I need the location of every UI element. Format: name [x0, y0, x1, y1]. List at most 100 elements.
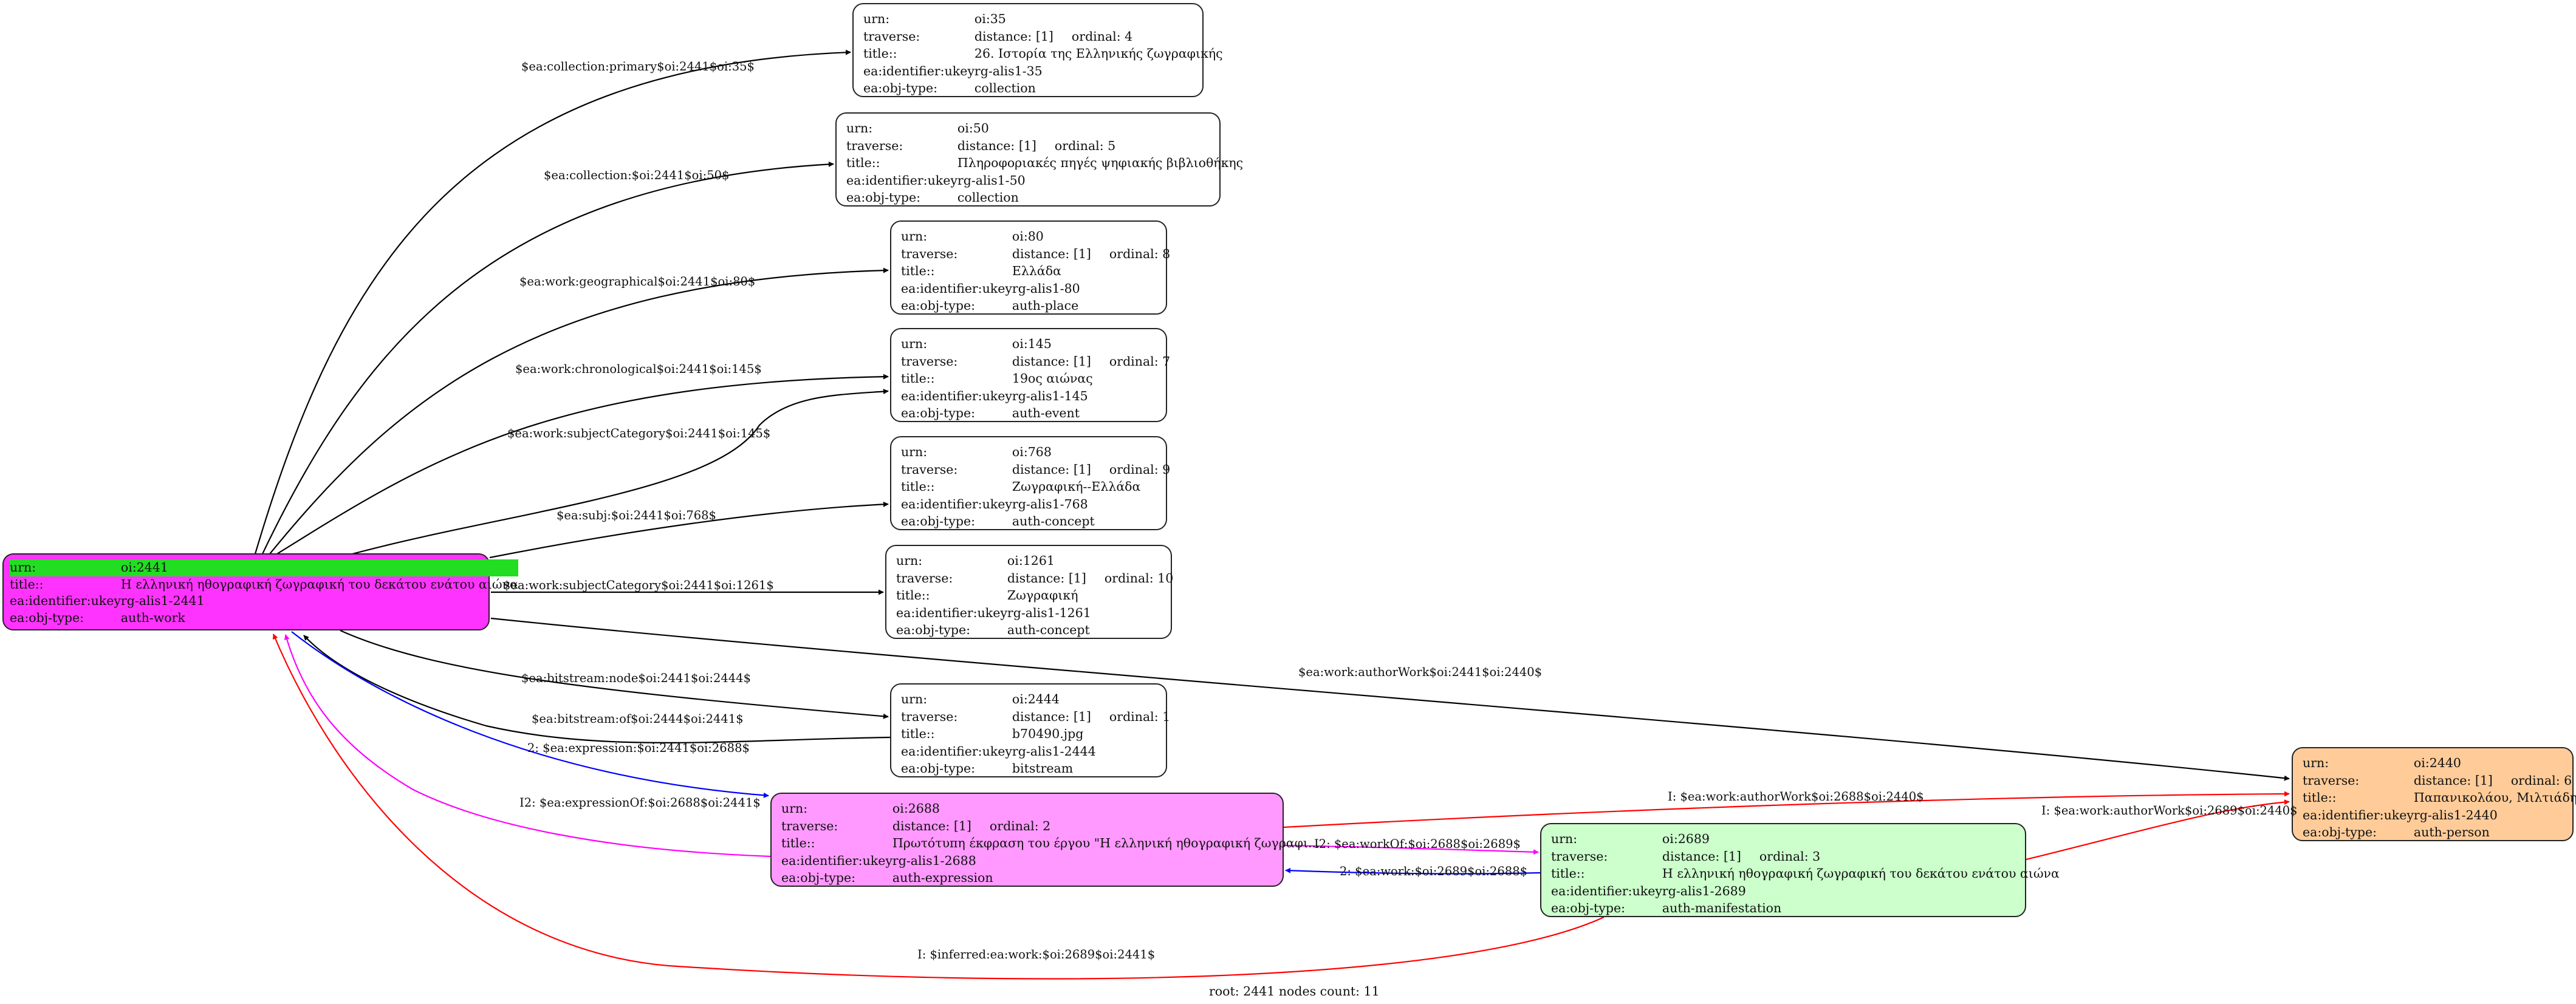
field-value-title: 26. Ιστορία της Ελληνικής ζωγραφικής: [974, 46, 1223, 61]
field-key-traverse: traverse:: [901, 709, 958, 724]
field-key-objtype: ea:obj-type:: [901, 761, 975, 776]
field-key-urn: urn:: [1551, 832, 1578, 846]
edge-e16: [2026, 799, 2290, 861]
traverse-distance: distance: [1]: [1012, 709, 1091, 724]
field-value-ukey: rg-alis1-768: [1012, 496, 1088, 511]
field-value-objtype: auth-place: [1012, 298, 1079, 313]
node-oi-768[interactable]: urn: oi:768 traverse: distance: [1]ordinal:…: [890, 436, 1170, 530]
edge-label-e5: $ea:work:subjectCategory$oi:2441$oi:145$: [507, 426, 771, 440]
field-value-ukey: rg-alis1-2688: [892, 853, 976, 868]
edge-e3: [269, 267, 889, 555]
traverse-ordinal: ordinal: 8: [1109, 246, 1171, 261]
field-value-urn: oi:2689: [1662, 832, 1710, 846]
edge-label-e17: I: $inferred:ea:work:$oi:2689$oi:2441$: [917, 948, 1156, 961]
traverse-ordinal: ordinal: 10: [1104, 570, 1174, 586]
field-value-objtype: auth-manifestation: [1662, 901, 1782, 915]
field-key-urn: urn:: [2303, 756, 2329, 770]
field-value-urn: oi:2444: [1012, 692, 1060, 706]
field-key-urn: urn:: [846, 121, 873, 135]
field-value-ukey: rg-alis1-2689: [1662, 883, 1746, 898]
traverse-distance: distance: [1]: [1662, 849, 1741, 864]
node-oi-2688[interactable]: urn: oi:2688 traverse: distance: [1]ordinal…: [770, 793, 1320, 887]
field-key-objtype: ea:obj-type:: [901, 406, 975, 420]
field-value-traverse: distance: [1]ordinal: 9: [1012, 461, 1170, 479]
field-key-title: title::: [863, 46, 897, 61]
field-value-traverse: distance: [1]ordinal: 4: [975, 28, 1223, 46]
field-value-objtype: auth-work: [120, 610, 185, 625]
edge-e11: [291, 631, 769, 798]
field-key-urn: urn:: [901, 229, 928, 244]
edge-label-e9: $ea:bitstream:node$oi:2441$oi:2444$: [521, 671, 751, 685]
field-value-title: Η ελληνική ηθογραφική ζωγραφική του δεκά…: [120, 576, 518, 592]
field-key-urn: urn:: [901, 692, 928, 706]
field-value-objtype: auth-concept: [1012, 514, 1095, 528]
traverse-ordinal: ordinal: 5: [1054, 138, 1116, 153]
field-value-title: b70490.jpg: [1012, 726, 1084, 741]
field-key-ukey: ea:identifier:ukey: [901, 496, 1012, 511]
field-value-objtype: collection: [974, 81, 1036, 95]
edge-e15: [1285, 867, 1541, 875]
field-key-objtype: ea:obj-type:: [896, 623, 970, 637]
field-value-title: Παπανικολάου, Μιλτιάδης: [2413, 790, 2576, 805]
traverse-distance: distance: [1]: [1012, 353, 1091, 369]
field-key-objtype: ea:obj-type:: [901, 298, 975, 313]
field-key-title: title::: [10, 576, 44, 592]
edge-e10: [303, 635, 891, 743]
field-value-ukey: rg-alis1-80: [1012, 281, 1080, 296]
edge-e17: [272, 633, 1605, 980]
field-key-objtype: ea:obj-type:: [1551, 901, 1625, 915]
field-key-objtype: ea:obj-type:: [846, 190, 920, 205]
field-value-urn: oi:768: [1012, 445, 1052, 459]
field-key-traverse: traverse:: [901, 462, 958, 477]
traverse-distance: distance: [1]: [1007, 570, 1086, 586]
field-value-traverse: distance: [1]ordinal: 2: [892, 818, 1320, 835]
field-key-title: title::: [896, 588, 930, 603]
field-value-traverse: distance: [1] ordinal: 10: [1007, 570, 1173, 587]
field-value-title: Ελλάδα: [1012, 264, 1061, 278]
field-value-urn: oi:50: [957, 121, 989, 135]
field-value-ukey: rg-alis1-1261: [1007, 605, 1091, 620]
traverse-ordinal: ordinal: 2: [989, 818, 1051, 833]
edge-label-e10: $ea:bitstream:of$oi:2444$oi:2441$: [532, 712, 744, 726]
field-value-urn: oi:2688: [892, 801, 940, 816]
edge-label-e13: I: $ea:work:authorWork$oi:2688$oi:2440$: [1668, 790, 1924, 804]
field-value-traverse: distance: [1]ordinal: 6: [2414, 772, 2576, 790]
edge-e2: [262, 161, 834, 555]
field-value-ukey: rg-alis1-2441: [120, 593, 205, 608]
edge-label-e4: $ea:work:chronological$oi:2441$oi:145$: [515, 362, 762, 376]
edge-label-e15: 2: $ea:work:$oi:2689$oi:2688$: [1340, 864, 1528, 878]
field-value-title: Ζωγραφική: [1007, 588, 1078, 603]
field-key-urn: urn:: [781, 801, 808, 816]
field-key-urn: urn:: [901, 445, 928, 459]
field-key-title: title::: [2303, 790, 2337, 805]
edge-label-e7: $ea:work:subjectCategory$oi:2441$oi:1261…: [503, 578, 774, 592]
edge-e14: [1283, 844, 1539, 855]
edge-label-e11: 2: $ea:expression:$oi:2441$oi:2688$: [527, 741, 750, 755]
field-key-traverse: traverse:: [901, 246, 958, 261]
field-value-urn: oi:145: [1012, 336, 1052, 351]
traverse-ordinal: ordinal: 3: [1759, 849, 1821, 864]
field-value-urn: oi:80: [1012, 229, 1044, 244]
traverse-distance: distance: [1]: [1012, 246, 1091, 261]
field-key-title: title::: [1551, 866, 1585, 881]
edge-label-e16: I: $ea:work:authorWork$oi:2689$oi:2440$: [2041, 804, 2298, 818]
field-key-ukey: ea:identifier:ukey: [846, 172, 957, 188]
node-oi-80[interactable]: urn: oi:80 traverse: distance: [1] ordinal: …: [890, 220, 1171, 315]
field-key-traverse: traverse:: [781, 818, 838, 833]
edge-e13: [1283, 791, 2290, 828]
node-oi-2689[interactable]: urn: oi:2689 traverse: distance: [1] ordinal…: [1540, 823, 2060, 917]
edge-e5: [352, 389, 889, 555]
field-value-title: 19ος αιώνας: [1012, 371, 1093, 386]
field-value-ukey: rg-alis1-50: [957, 172, 1026, 188]
field-key-title: title::: [901, 264, 935, 278]
traverse-ordinal: ordinal: 9: [1109, 462, 1171, 477]
field-key-traverse: traverse:: [1551, 849, 1608, 864]
field-value-traverse: distance: [1] ordinal: 3: [1662, 848, 2060, 866]
